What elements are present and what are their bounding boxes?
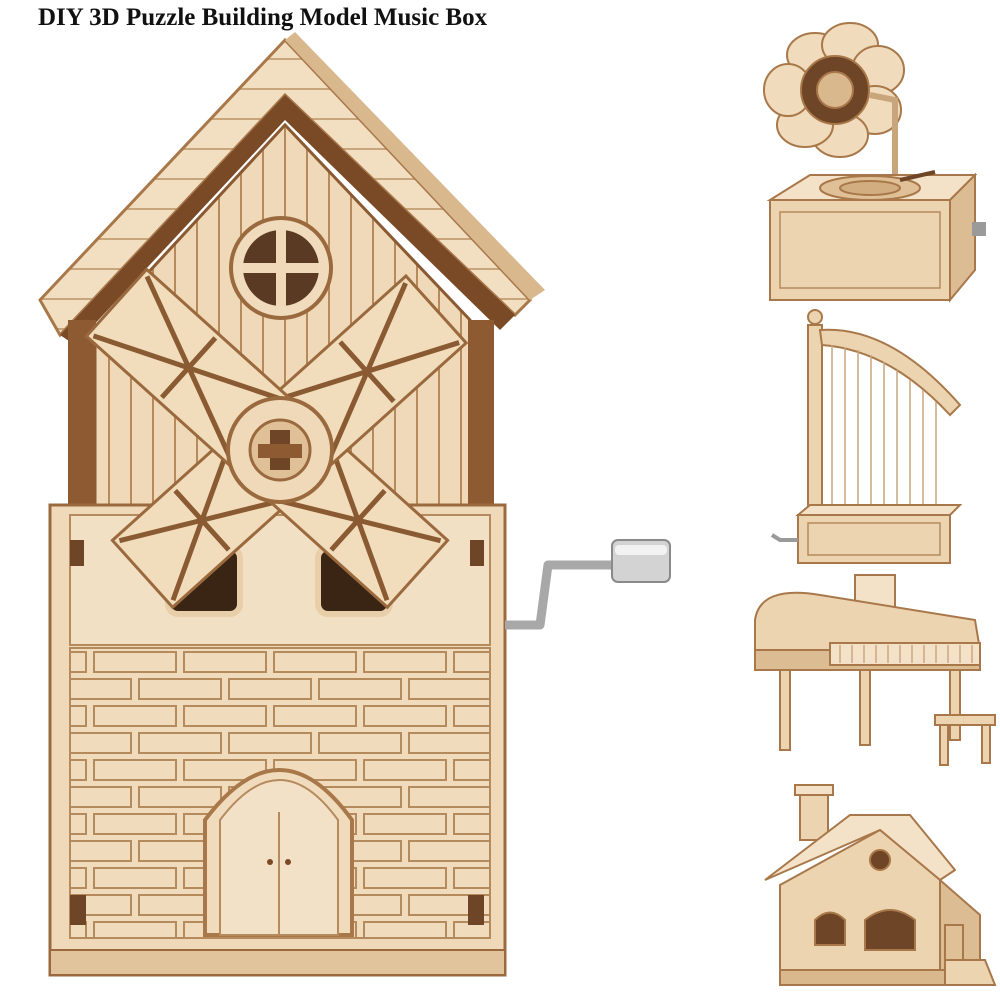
page-title: DIY 3D Puzzle Building Model Music Box [38,4,488,31]
piano-music-box-image [754,574,996,766]
windmill-music-box-image [38,32,671,977]
harp-music-box-image [770,309,963,564]
cottage-music-box-image [764,784,997,986]
gramophone-music-box-image [763,22,986,303]
